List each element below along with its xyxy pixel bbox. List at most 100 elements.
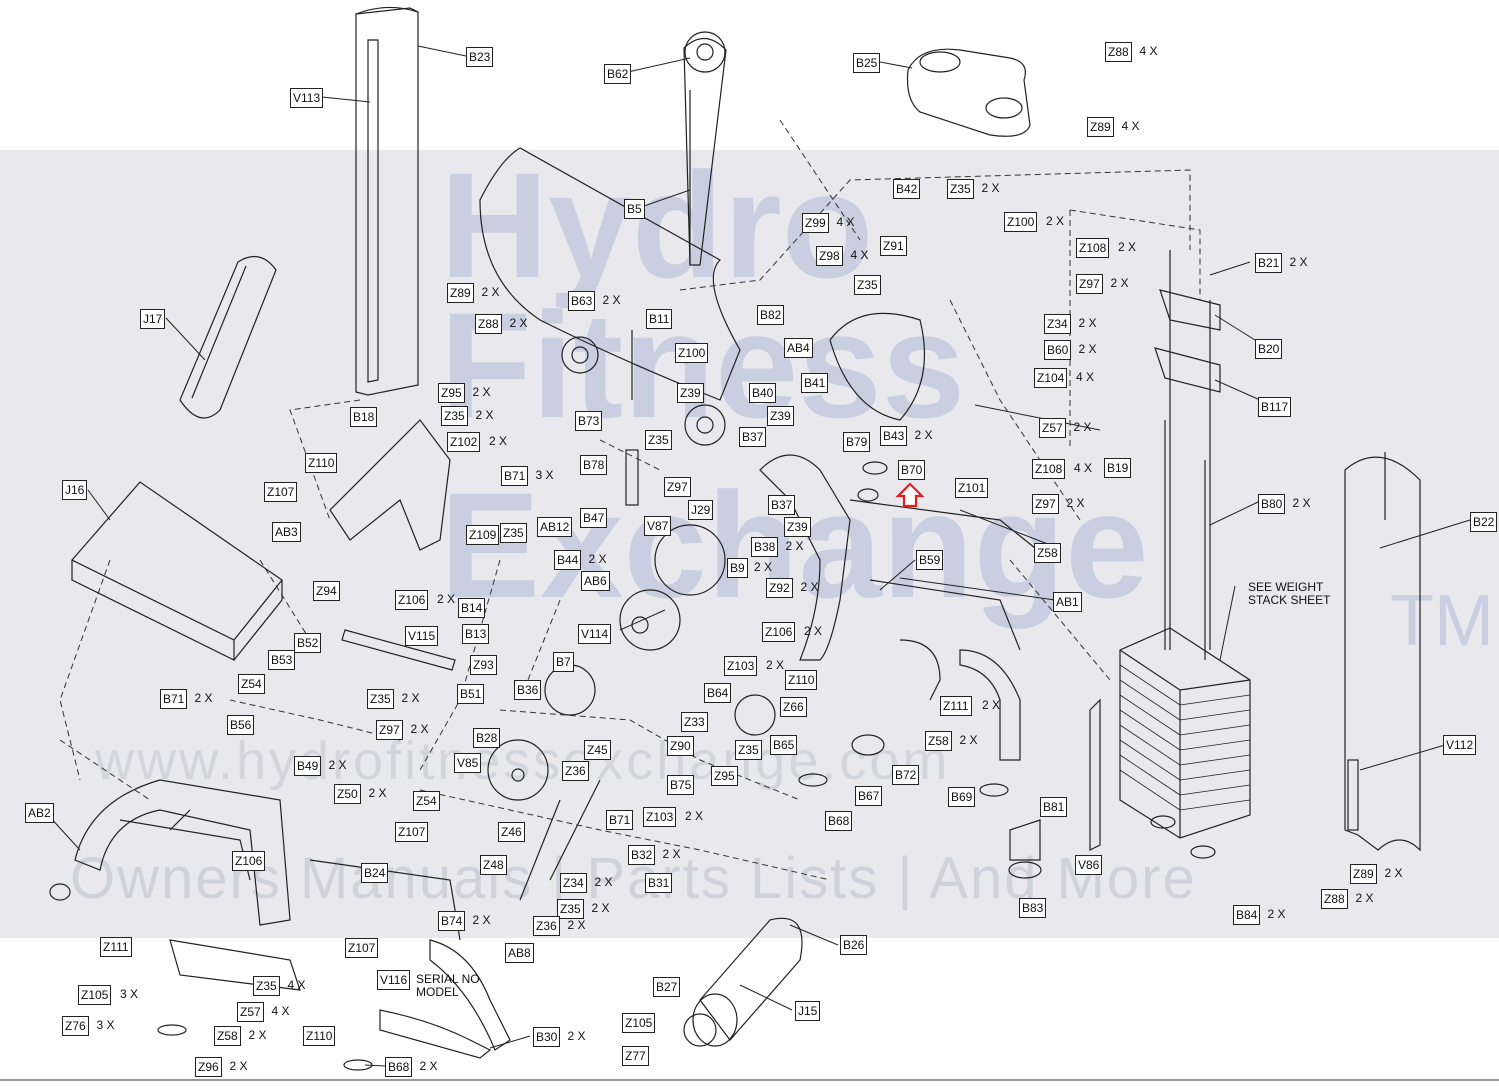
- lower-frame: [74, 779, 291, 926]
- upright-column: [355, 7, 419, 396]
- callout-v115: V115: [405, 626, 439, 646]
- callout-b75: B75: [667, 775, 695, 795]
- callout-z110: Z110: [785, 670, 818, 690]
- callout-quantity: 4 X: [271, 1004, 290, 1018]
- callout-quantity: 2 X: [662, 847, 681, 861]
- cam: [829, 312, 926, 421]
- callout-z46: Z46: [498, 822, 525, 842]
- callout-quantity: 2 X: [588, 552, 607, 566]
- callout-z110: Z110: [303, 1026, 336, 1046]
- callout-z97: Z97: [1076, 274, 1103, 294]
- callout-j16: J16: [62, 480, 88, 500]
- callout-quantity: 2 X: [959, 733, 978, 747]
- back-pad: [179, 255, 277, 419]
- callout-z89: Z89: [1350, 864, 1377, 884]
- callout-z34: Z34: [560, 873, 587, 893]
- guide-plate: [1154, 347, 1221, 393]
- callout-b81: B81: [1040, 797, 1068, 817]
- callout-z101: Z101: [955, 478, 989, 498]
- callout-z108: Z108: [1032, 459, 1066, 479]
- callout-quantity: 2 X: [594, 875, 613, 889]
- callout-quantity: 2 X: [472, 913, 491, 927]
- callout-b72: B72: [892, 765, 920, 785]
- highlight-arrow: [895, 482, 925, 508]
- callout-quantity: 4 X: [1074, 461, 1093, 475]
- callout-z102: Z102: [447, 432, 481, 452]
- weight-stack: [1119, 627, 1251, 839]
- callout-z94: Z94: [313, 581, 340, 601]
- callout-z48: Z48: [480, 855, 507, 875]
- callout-quantity: 2 X: [472, 385, 491, 399]
- callout-b43: B43: [880, 426, 908, 446]
- callout-quantity: 3 X: [120, 987, 139, 1001]
- callout-b31: B31: [645, 873, 673, 893]
- seat-pad: [71, 481, 283, 641]
- callout-v113: V113: [290, 88, 324, 108]
- callout-b9: B9: [727, 558, 748, 578]
- callout-quantity: 2 X: [419, 1059, 438, 1073]
- callout-z100: Z100: [675, 343, 709, 363]
- callout-z97: Z97: [376, 720, 403, 740]
- callout-b24: B24: [361, 863, 389, 883]
- callout-z39: Z39: [784, 517, 811, 537]
- callout-b21: B21: [1255, 253, 1283, 273]
- callout-b83: B83: [1019, 898, 1047, 918]
- callout-z66: Z66: [780, 697, 807, 717]
- callout-b47: B47: [580, 508, 608, 528]
- callout-b117: B117: [1258, 397, 1292, 417]
- callout-quantity: 2 X: [437, 592, 456, 606]
- callout-b64: B64: [704, 683, 732, 703]
- callout-quantity: 2 X: [785, 539, 804, 553]
- callout-quantity: 2 X: [1066, 496, 1085, 510]
- callout-z39: Z39: [677, 383, 704, 403]
- callout-quantity: 2 X: [410, 722, 429, 736]
- callout-z108: Z108: [1076, 238, 1110, 258]
- callout-z35: Z35: [735, 740, 762, 760]
- callout-b25: B25: [853, 53, 881, 73]
- callout-b82: B82: [757, 305, 785, 325]
- callout-v85: V85: [454, 753, 482, 773]
- side-shroud: [1344, 456, 1421, 852]
- callout-quantity: 4 X: [1076, 370, 1095, 384]
- callout-b78: B78: [580, 455, 608, 475]
- callout-z76: Z76: [62, 1016, 89, 1036]
- callout-z105: Z105: [78, 985, 112, 1005]
- callout-z57: Z57: [1039, 418, 1066, 438]
- top-plate: [1159, 289, 1221, 331]
- callout-quantity: 2 X: [804, 624, 823, 638]
- callout-quantity: 4 X: [1139, 44, 1158, 58]
- callout-b26: B26: [840, 935, 868, 955]
- callout-b49: B49: [294, 756, 322, 776]
- callout-z103: Z103: [724, 656, 758, 676]
- callout-z88: Z88: [1105, 42, 1132, 62]
- callout-z93: Z93: [470, 655, 497, 675]
- callout-v87: V87: [644, 516, 672, 536]
- callout-z90: Z90: [667, 736, 694, 756]
- callout-z106: Z106: [232, 851, 266, 871]
- callout-b37: B37: [768, 495, 796, 515]
- callout-z36: Z36: [533, 916, 560, 936]
- watermark-url: www.hydrofitnessexchange.com: [95, 731, 951, 791]
- callout-z103: Z103: [643, 807, 677, 827]
- callout-z39: Z39: [767, 406, 794, 426]
- callout-quantity: 3 X: [96, 1018, 115, 1032]
- callout-z33: Z33: [681, 712, 708, 732]
- callout-b42: B42: [893, 179, 921, 199]
- callout-z35: Z35: [947, 179, 974, 199]
- selector-bar: [1089, 698, 1101, 851]
- callout-z109: Z109: [466, 525, 500, 545]
- callout-b68: B68: [825, 811, 853, 831]
- callout-b44: B44: [554, 550, 582, 570]
- callout-z36: Z36: [562, 761, 589, 781]
- callout-b20: B20: [1255, 339, 1283, 359]
- callout-z98: Z98: [816, 246, 843, 266]
- callout-quantity: 2 X: [1073, 420, 1092, 434]
- callout-z88: Z88: [475, 314, 502, 334]
- callout-quantity: 2 X: [914, 428, 933, 442]
- callout-quantity: 2 X: [1078, 342, 1097, 356]
- callout-z35: Z35: [253, 976, 280, 996]
- callout-z58: Z58: [214, 1026, 241, 1046]
- callout-quantity: 2 X: [602, 293, 621, 307]
- callout-z35: Z35: [441, 406, 468, 426]
- callout-b52: B52: [294, 633, 322, 653]
